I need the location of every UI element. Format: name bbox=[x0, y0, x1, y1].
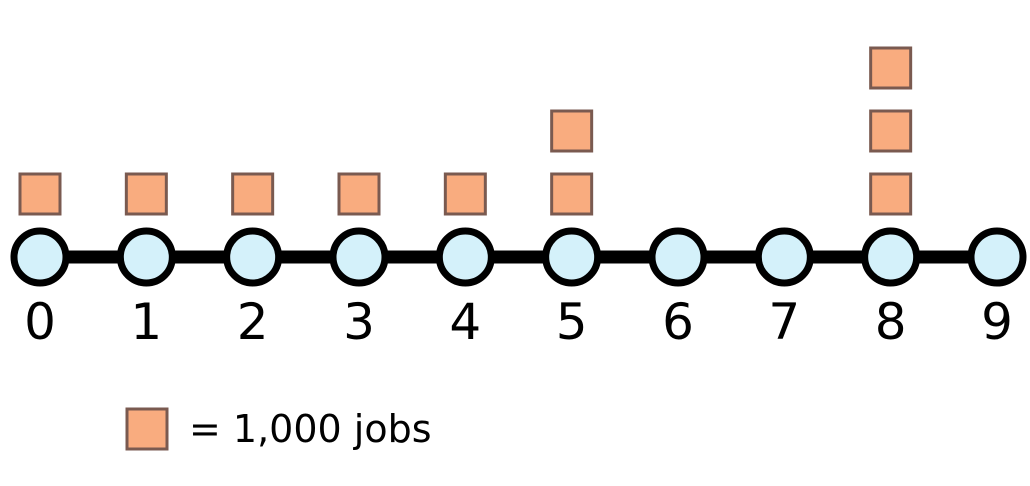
job-box-node-4 bbox=[443, 172, 487, 216]
job-box-node-8 bbox=[869, 46, 913, 90]
job-box-node-8 bbox=[869, 172, 913, 216]
job-box-node-3 bbox=[337, 172, 381, 216]
node-label-7: 7 bbox=[768, 293, 800, 351]
node-9 bbox=[967, 227, 1027, 287]
job-boxes bbox=[18, 46, 913, 216]
job-box-node-5 bbox=[550, 172, 594, 216]
job-box-node-2 bbox=[231, 172, 275, 216]
node-0 bbox=[10, 227, 70, 287]
node-label-5: 5 bbox=[556, 293, 588, 351]
job-box-node-1 bbox=[124, 172, 168, 216]
node-6 bbox=[648, 227, 708, 287]
node-label-9: 9 bbox=[981, 293, 1013, 351]
node-8 bbox=[861, 227, 921, 287]
node-1 bbox=[116, 227, 176, 287]
legend-job-box bbox=[125, 407, 169, 451]
node-label-1: 1 bbox=[130, 293, 162, 351]
node-5 bbox=[542, 227, 602, 287]
node-4 bbox=[435, 227, 495, 287]
legend-label: = 1,000 jobs bbox=[189, 407, 432, 451]
node-labels: 0 1 2 3 4 5 6 7 8 9 bbox=[24, 293, 1013, 351]
job-box-node-0 bbox=[18, 172, 62, 216]
job-box-node-8 bbox=[869, 109, 913, 153]
nodes bbox=[10, 227, 1027, 287]
node-label-6: 6 bbox=[662, 293, 694, 351]
job-box-node-5 bbox=[550, 109, 594, 153]
node-label-4: 4 bbox=[449, 293, 481, 351]
legend: = 1,000 jobs bbox=[125, 407, 432, 451]
node-label-3: 3 bbox=[343, 293, 375, 351]
node-label-0: 0 bbox=[24, 293, 56, 351]
node-7 bbox=[754, 227, 814, 287]
node-2 bbox=[223, 227, 283, 287]
node-label-8: 8 bbox=[875, 293, 907, 351]
node-3 bbox=[329, 227, 389, 287]
node-label-2: 2 bbox=[237, 293, 269, 351]
